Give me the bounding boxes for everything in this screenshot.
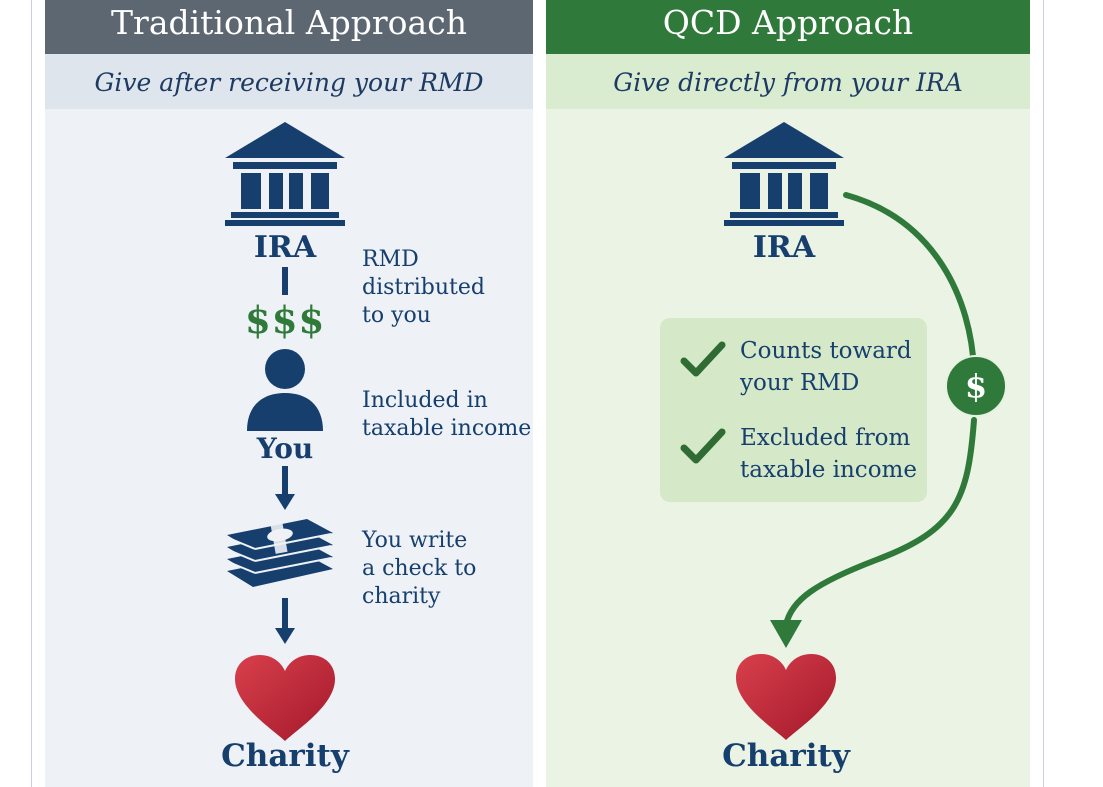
traditional-approach-panel: Traditional Approach Give after receivin… <box>45 0 533 787</box>
right-page-edge <box>1043 0 1044 787</box>
rmd-distributed-note: RMD distributed to you <box>362 247 485 328</box>
heart-icon <box>736 654 836 740</box>
write-check-note: You write a check to charity <box>362 528 477 609</box>
bank-building-icon <box>724 122 844 226</box>
you-label: You <box>256 432 314 465</box>
dollar-badge-icon: $ <box>945 355 1007 417</box>
qcd-subtitle: Give directly from your IRA <box>546 54 1030 109</box>
qcd-charity-label: Charity <box>722 738 850 774</box>
benefit-text: Excluded from taxable income <box>740 425 917 483</box>
checkmark-icon <box>680 428 726 464</box>
direct-transfer-arrow <box>770 192 977 648</box>
traditional-subtitle: Give after receiving your RMD <box>45 54 533 109</box>
cash-stack-icon <box>227 519 333 587</box>
traditional-charity-label: Charity <box>221 738 349 774</box>
money-to-charity-arrow <box>275 598 295 644</box>
left-page-edge <box>31 0 32 787</box>
benefit-text: Counts toward your RMD <box>740 338 912 396</box>
qcd-benefits-box: Counts toward your RMD Excluded from tax… <box>660 318 927 502</box>
heart-icon <box>235 655 335 741</box>
included-in-income-note: Included in taxable income <box>362 388 532 441</box>
person-icon <box>247 349 323 431</box>
traditional-title: Traditional Approach <box>45 0 533 54</box>
checkmark-icon <box>680 341 726 377</box>
ira-to-dollars-connector <box>282 267 288 295</box>
qcd-title: QCD Approach <box>546 0 1030 54</box>
qcd-ira-label: IRA <box>752 230 816 265</box>
traditional-ira-label: IRA <box>253 230 317 265</box>
you-to-money-arrow <box>275 466 295 510</box>
qcd-approach-panel: QCD Approach Give directly from your IRA… <box>546 0 1030 787</box>
bank-building-icon <box>225 122 345 226</box>
rmd-dollars-symbol: $$$ <box>245 298 326 342</box>
